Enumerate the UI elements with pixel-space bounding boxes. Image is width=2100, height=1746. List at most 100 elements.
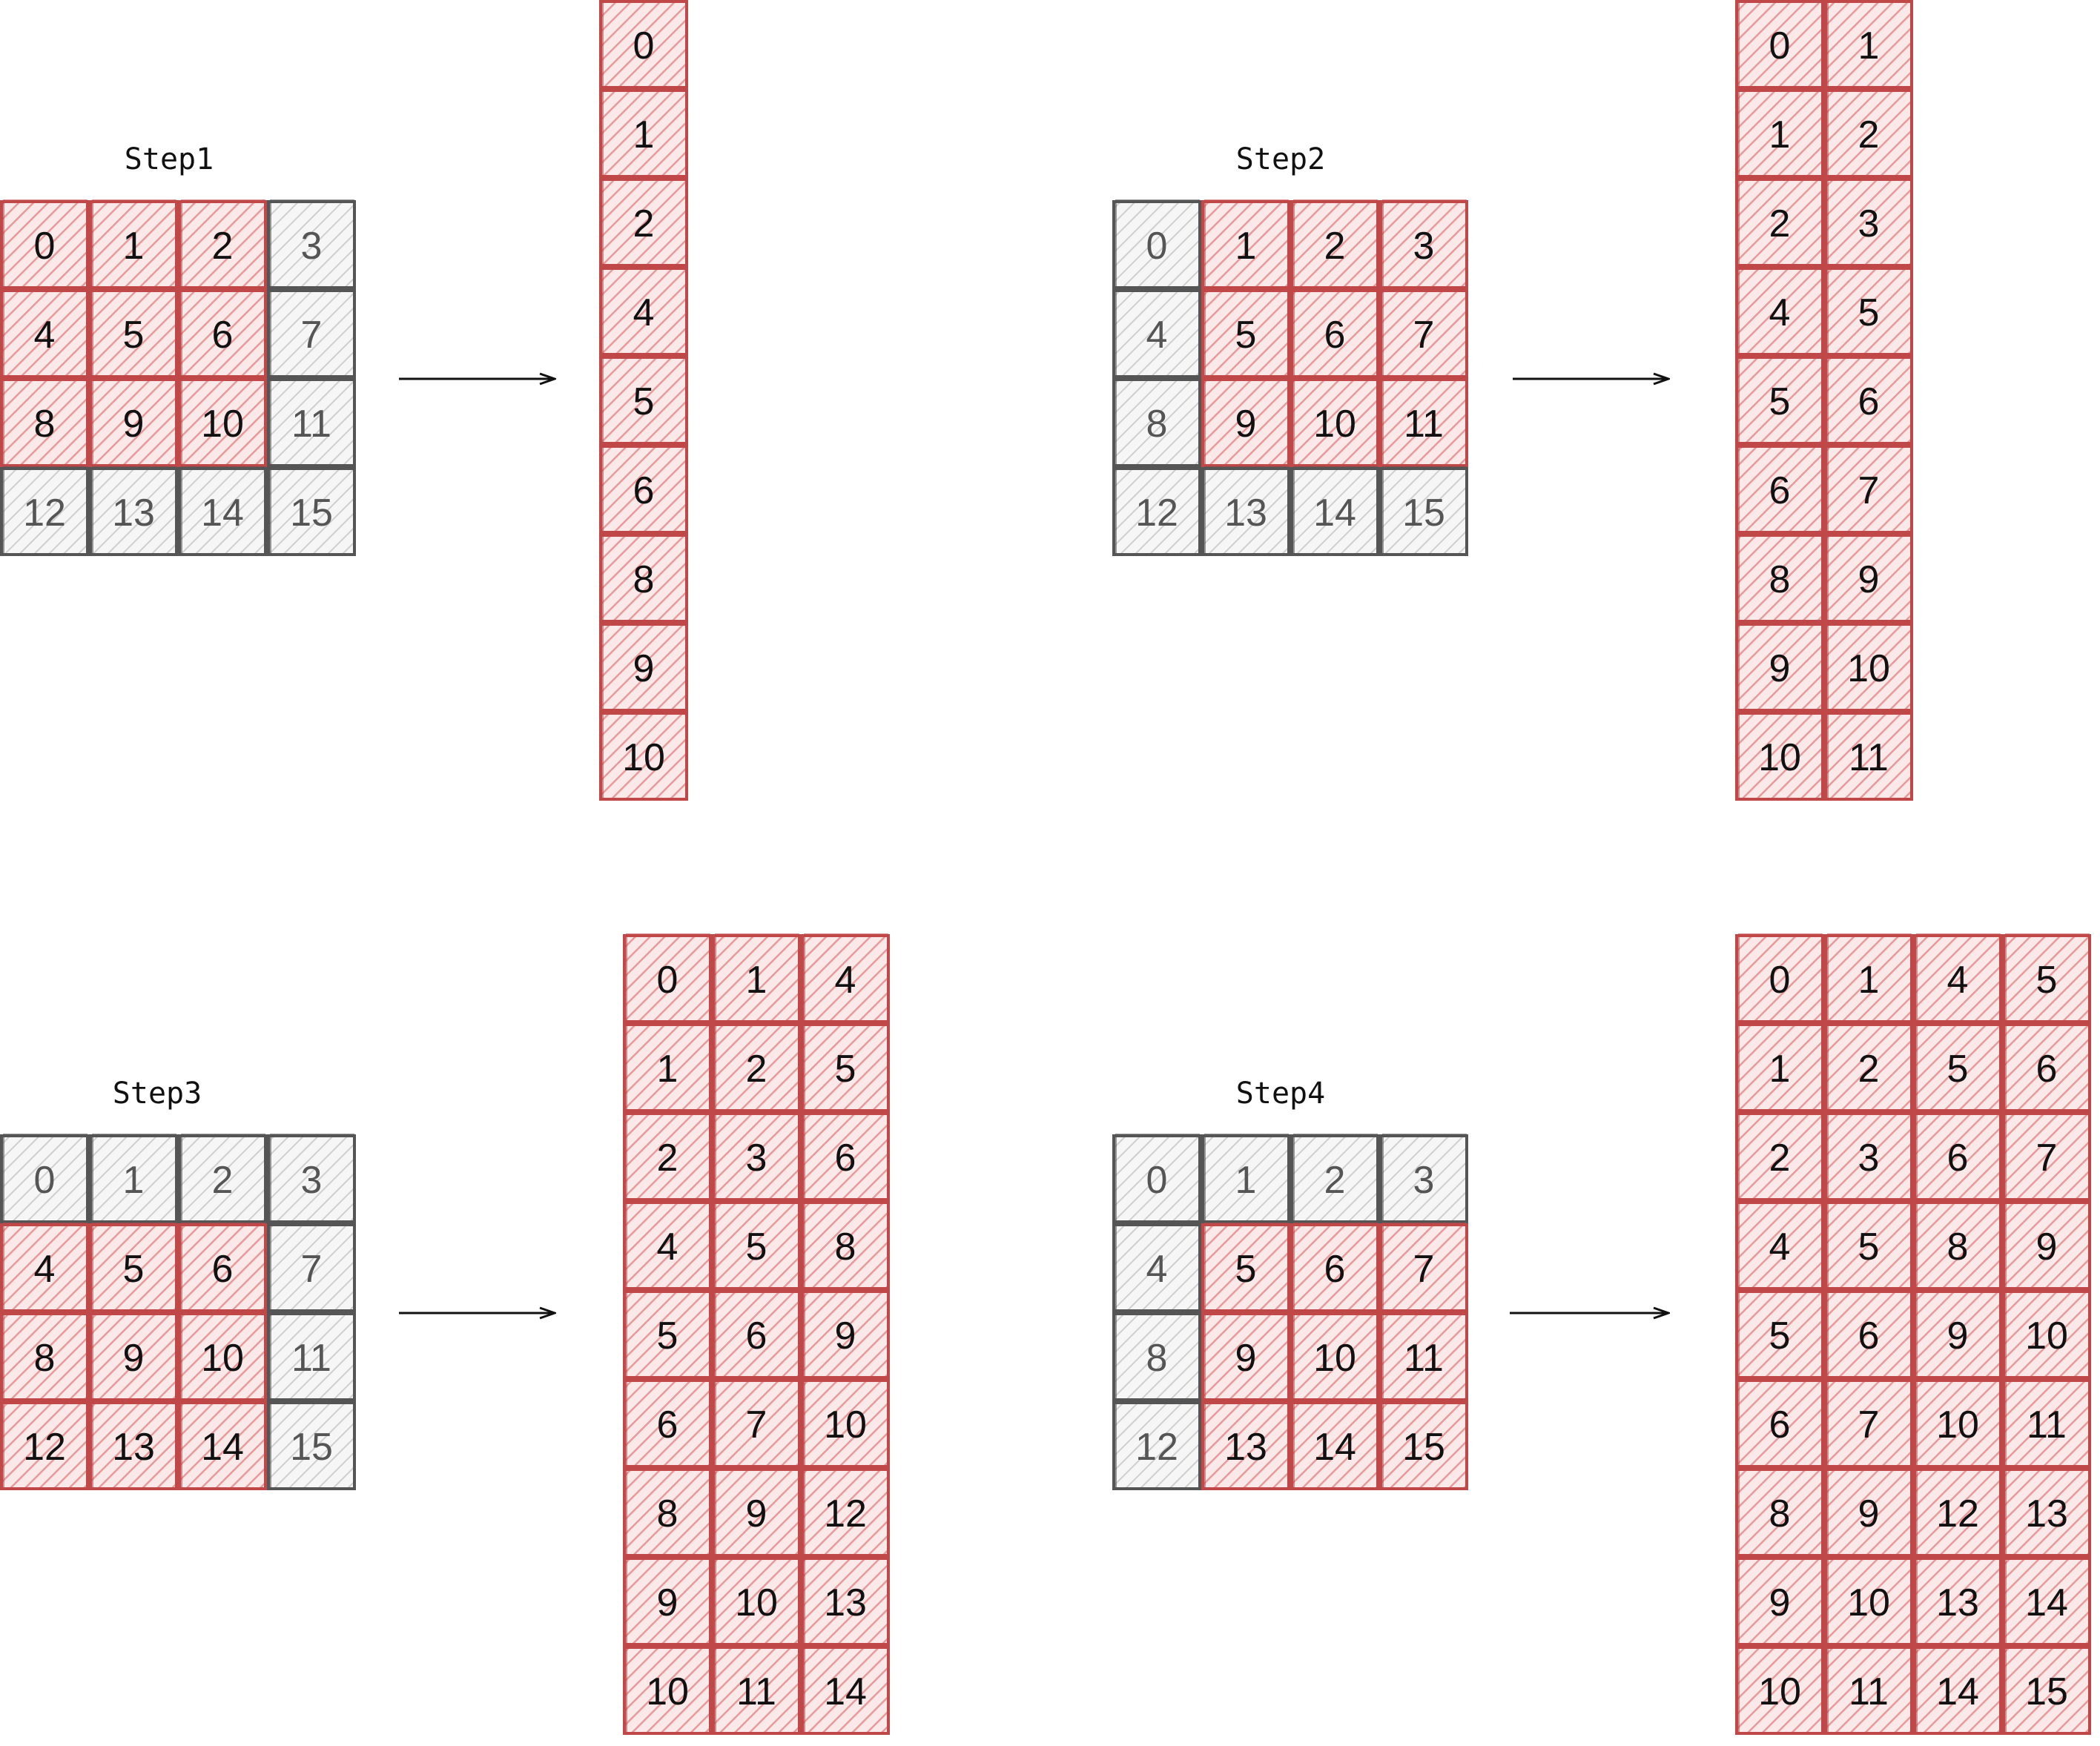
cell-sketch-outline [1293,1312,1378,1401]
cell-sketch-outline [1293,1134,1378,1223]
output-cell: 12 [801,1467,890,1557]
cell-value: 12 [23,1426,66,1469]
input-cell: 0 [1112,199,1201,289]
cell-value: 10 [1758,736,1801,779]
cell-box [1913,1557,2002,1646]
output-cell: 10 [2002,1289,2091,1379]
cell-box [1379,1134,1468,1223]
input-cell: 9 [1201,1312,1290,1401]
cell-box [89,1312,178,1401]
cell-value: 9 [746,1492,767,1535]
cell-value: 10 [735,1581,778,1624]
output-cell: 9 [1913,1289,2002,1379]
cell-value: 13 [1224,1426,1267,1469]
cell-sketch-outline [1827,1556,1912,1645]
cell-value: 11 [1849,1670,1889,1713]
output-cell: 10 [1824,1556,1913,1646]
input-cell: 9 [89,1312,178,1401]
cell-value: 13 [112,1426,155,1469]
cell-value: 1 [123,1159,145,1202]
cell-sketch-outline [2005,1200,2090,1289]
cell-box [267,289,356,378]
cell-value: 1 [1235,225,1257,268]
output-cell: 14 [1913,1645,2002,1735]
cell-box [1824,1201,1913,1290]
input-cell: 13 [89,466,178,556]
cell-value: 3 [746,1137,767,1180]
cell-value: 1 [633,113,655,156]
cell-value: 7 [1858,469,1880,512]
cell-value: 6 [212,1248,234,1291]
input-cell: 6 [1290,288,1379,378]
cell-value: 5 [1235,1248,1257,1291]
input-cell: 1 [1201,1134,1290,1223]
output-cell: 11 [2002,1378,2091,1468]
output-cell: 11 [1824,1645,1913,1735]
cell-value: 10 [1936,1403,1979,1446]
cell-box [0,200,89,289]
cell-sketch-outline [270,466,354,555]
cell-sketch-outline [602,177,687,266]
cell-box [0,1312,89,1401]
cell-sketch-outline [3,1223,88,1312]
output-cell: 1 [1735,1022,1824,1112]
input-cell: 8 [0,1312,89,1401]
cell-box [2002,1023,2091,1112]
cell-value: 2 [657,1137,678,1180]
cell-sketch-outline [1738,1645,1823,1734]
cell-value: 5 [1858,1226,1880,1269]
output-cell: 2 [1735,177,1824,267]
cell-value: 10 [1313,403,1356,446]
cell-sketch-outline [715,1111,799,1200]
cell-sketch-outline [1916,1467,2001,1556]
cell-sketch-outline [715,1556,799,1645]
cell-sketch-outline [626,933,710,1022]
cell-value: 6 [2036,1048,2058,1091]
input-cell: 14 [1290,466,1379,556]
cell-box [801,1112,890,1201]
cell-box [1824,934,1913,1023]
output-cell: 1 [712,933,801,1023]
cell-value: 9 [633,647,655,690]
output-cell: 3 [712,1111,801,1201]
cell-value: 11 [1404,1337,1444,1380]
output-cell: 9 [1824,1467,1913,1557]
cell-sketch-outline [1827,933,1912,1022]
cell-sketch-outline [1827,1200,1912,1289]
step2-title: Step2 [1236,142,1325,176]
cell-value: 4 [1947,959,1969,1002]
cell-sketch-outline [1916,1289,2001,1378]
cell-box [1735,445,1824,534]
cell-value: 10 [1758,1670,1801,1713]
input-cell: 12 [0,1401,89,1490]
cell-sketch-outline [804,1378,888,1467]
output-cell: 8 [623,1467,712,1557]
cell-box [0,1223,89,1312]
cell-sketch-outline [602,622,687,711]
cell-sketch-outline [626,1111,710,1200]
cell-value: 3 [301,225,323,268]
cell-box [1201,467,1290,556]
cell-box [1201,1134,1290,1223]
cell-sketch-outline [1827,266,1912,355]
cell-value: 8 [1947,1226,1969,1269]
cell-value: 9 [1947,1315,1969,1358]
cell-box [1735,1379,1824,1468]
cell-box [1735,178,1824,267]
cell-sketch-outline [804,1289,888,1378]
cell-sketch-outline [602,88,687,177]
cell-value: 5 [123,1248,145,1291]
cell-sketch-outline [3,199,88,288]
cell-value: 1 [1858,959,1880,1002]
input-cell: 7 [267,1223,356,1312]
output-cell: 9 [2002,1200,2091,1290]
cell-value: 12 [1135,1426,1178,1469]
cell-value: 15 [290,492,333,535]
input-cell: 7 [1379,1223,1468,1312]
output-cell: 10 [801,1378,890,1468]
cell-box [89,289,178,378]
cell-sketch-outline [270,199,354,288]
output-cell: 13 [2002,1467,2091,1557]
